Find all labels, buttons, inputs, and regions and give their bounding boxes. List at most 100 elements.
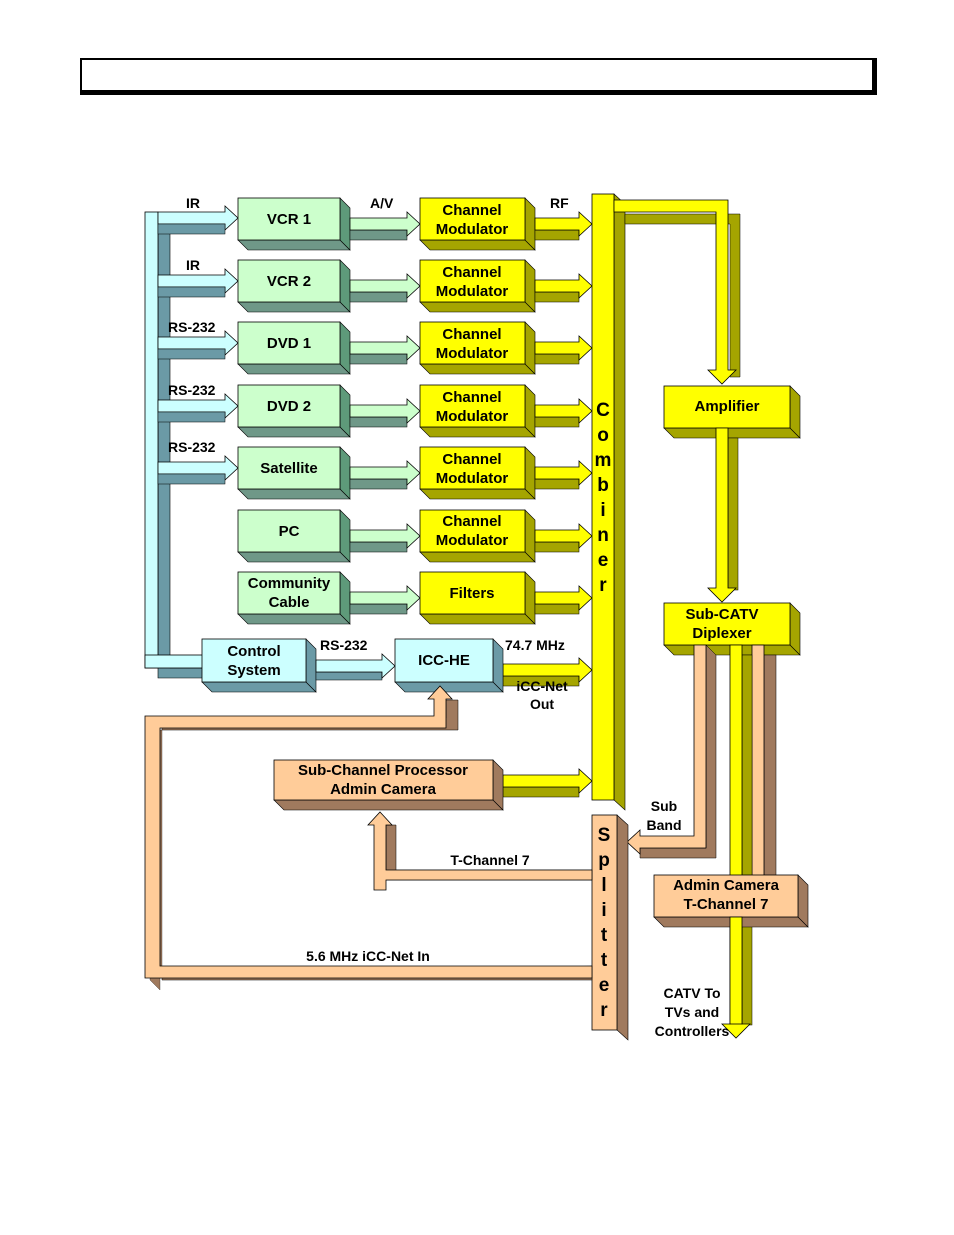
control-bus [144,205,239,679]
source-pc: PC [237,509,351,563]
source-dvd2-label: DVD 2 [267,398,311,415]
modulator-5-line2: Modulator [436,470,509,487]
combiner-letters: C o m b i n e r [595,400,612,596]
control-rs232-label: RS-232 [320,637,368,653]
catv-out-line1: CATV To [663,985,720,1001]
filters-label: Filters [449,585,494,602]
source-satellite-label: Satellite [260,460,318,477]
admin-camera-box: Admin Camera T-Channel 7 [653,874,809,928]
source-dvd2: DVD 2 [237,384,351,438]
combiner-letter: n [597,525,609,546]
icc-freq-label: 74.7 MHz [505,637,565,653]
rf-label: RF [550,195,569,211]
catv-out-line2: TVs and [665,1004,719,1020]
modulator-6-line2: Modulator [436,532,509,549]
control-system-box: Control System [201,638,317,693]
modulator-4-line2: Modulator [436,408,509,425]
modulator-2-line1: Channel [442,264,501,281]
combiner-letter: i [600,500,605,521]
control-system-line1: Control [227,643,280,660]
amplifier-label: Amplifier [694,398,759,415]
combiner-letter: C [596,400,610,421]
amplifier-box: Amplifier [663,385,801,439]
combiner [591,193,626,811]
subchannel-line1: Sub-Channel Processor [298,762,468,779]
modulator-2-line2: Modulator [436,283,509,300]
source-vcr2: VCR 2 [237,259,351,313]
catv-out-line3: Controllers [655,1023,730,1039]
modulator-5: Channel Modulator [419,446,536,500]
icc-net-out-line2: Out [530,696,554,712]
modulator-boxes: Channel Modulator Channel Modulator Chan… [419,197,536,625]
source-satellite: Satellite [237,446,351,500]
modulator-5-line1: Channel [442,451,501,468]
source-dvd1-label: DVD 1 [267,335,311,352]
icc-net-in-label: 5.6 MHz iCC-Net In [306,948,430,964]
filters-box: Filters [419,571,536,625]
combiner-letter: o [597,425,609,446]
source-vcr1-label: VCR 1 [267,211,311,228]
t-channel-path [367,811,593,891]
modulator-3-line1: Channel [442,326,501,343]
splitter-letter: e [599,975,610,996]
modulator-4-line1: Channel [442,389,501,406]
modulator-6-line1: Channel [442,513,501,530]
rf-arrows [502,211,593,798]
combiner-letter: b [597,475,609,496]
control-system-line2: System [227,662,280,679]
modulator-1: Channel Modulator [419,197,536,251]
ir-label-1: IR [186,195,200,211]
diplexer-line2: Diplexer [692,625,751,642]
combiner-letter: r [599,575,607,596]
admin-camera-line2: T-Channel 7 [683,896,768,913]
header-title-bar [80,58,877,95]
admin-camera-line1: Admin Camera [673,877,780,894]
amplifier-to-diplexer-arrow [707,427,739,603]
ir-label-2: IR [186,257,200,273]
splitter-letter: S [598,825,611,846]
source-boxes: VCR 1 VCR 2 DVD 1 DVD 2 Satellite [237,197,351,625]
modulator-3-line2: Modulator [436,345,509,362]
icc-he-box: ICC-HE [394,638,504,693]
combiner-letter: e [598,550,609,571]
catv-trunk [721,644,753,1039]
splitter [591,814,629,1041]
combiner-letter: m [595,450,612,471]
modulator-6: Channel Modulator [419,509,536,563]
modulator-1-line2: Modulator [436,221,509,238]
modulator-1-line1: Channel [442,202,501,219]
modulator-4: Channel Modulator [419,384,536,438]
source-pc-label: PC [279,523,300,540]
source-dvd1: DVD 1 [237,321,351,375]
subchannel-line2: Admin Camera [330,781,437,798]
sub-band-path [626,644,717,859]
modulator-3: Channel Modulator [419,321,536,375]
rs232-label-3: RS-232 [168,439,216,455]
combiner-to-amplifier-path [613,199,741,385]
modulator-2: Channel Modulator [419,259,536,313]
source-community-cable: Community Cable [237,571,351,625]
sub-band-line2: Band [647,817,682,833]
splitter-letters: S p l i t t e r [598,825,611,1021]
splitter-letter: t [601,950,608,971]
sub-band-line1: Sub [651,798,677,814]
icc-net-in-path [144,685,593,991]
av-arrows [349,211,421,615]
rs232-label-1: RS-232 [168,319,216,335]
subchannel-processor-box: Sub-Channel Processor Admin Camera [273,759,504,811]
rs232-label-2: RS-232 [168,382,216,398]
splitter-letter: r [600,1000,608,1021]
splitter-letter: p [598,850,610,871]
av-label: A/V [370,195,394,211]
control-to-icc-arrow [315,653,396,681]
splitter-letter: t [601,925,608,946]
catv-trunk-overlay [729,916,743,1025]
icc-net-out-line1: iCC-Net [516,678,568,694]
source-vcr1: VCR 1 [237,197,351,251]
diplexer-to-admin-path [751,644,777,878]
source-community-label-line2: Cable [269,594,310,611]
source-community-label-line1: Community [248,575,331,592]
t-channel-label: T-Channel 7 [450,852,530,868]
diplexer-line1: Sub-CATV [685,606,758,623]
